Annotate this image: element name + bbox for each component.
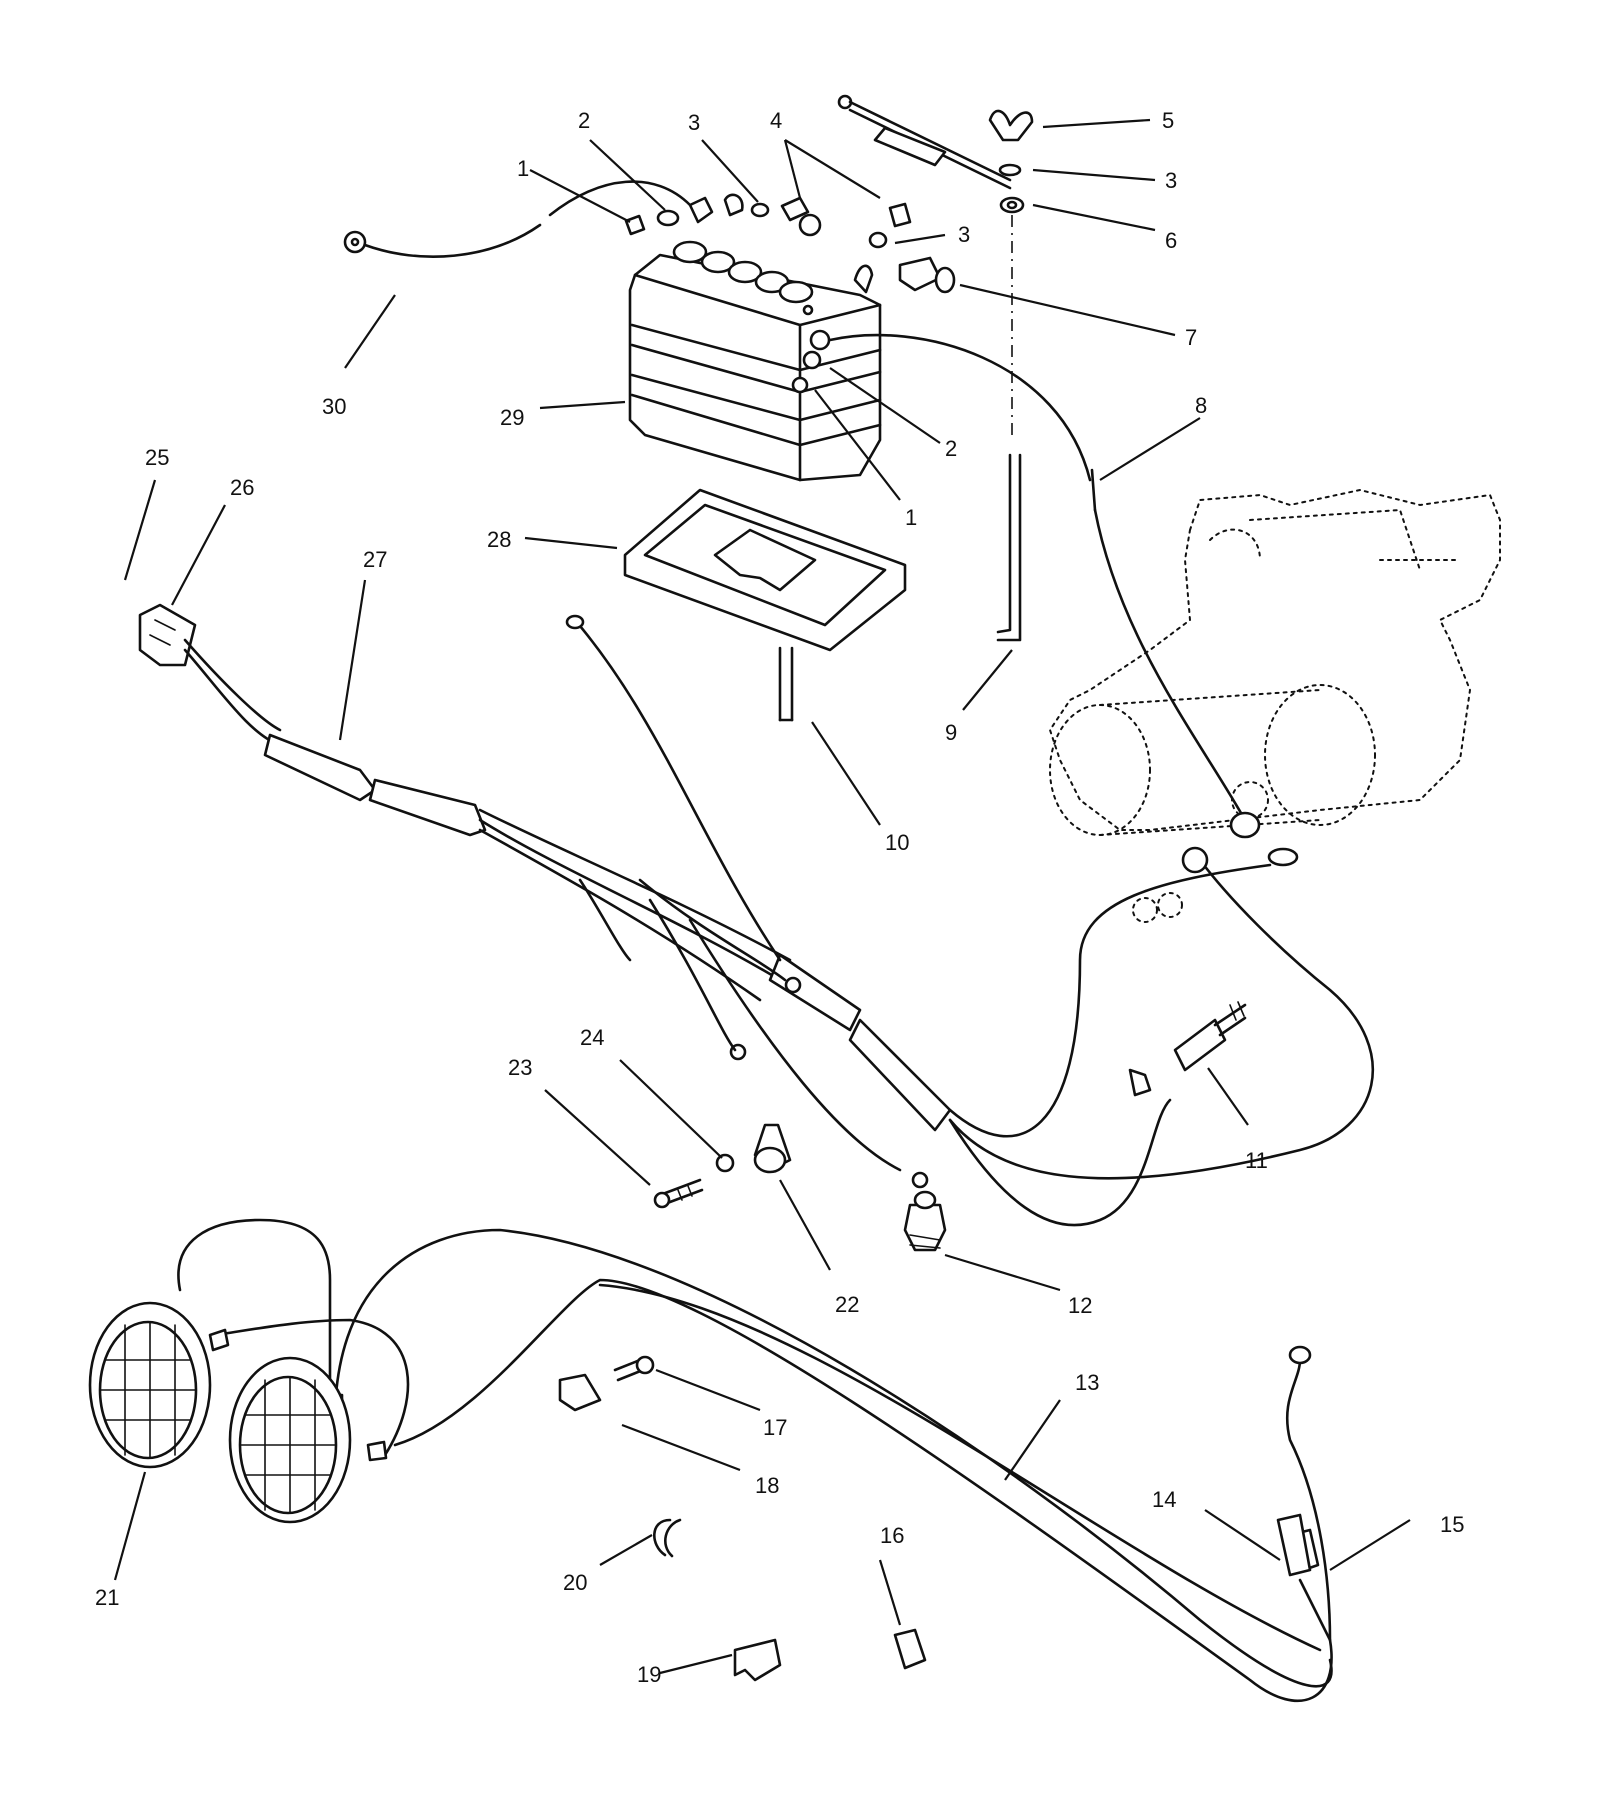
vent-tube bbox=[778, 646, 794, 722]
callout-4: 4 bbox=[770, 108, 782, 133]
callout-14: 14 bbox=[1152, 1487, 1176, 1512]
ground-cable bbox=[343, 180, 692, 258]
callout-3: 3 bbox=[958, 222, 970, 247]
callout-8: 8 bbox=[1195, 393, 1207, 418]
callout-1: 1 bbox=[905, 505, 917, 530]
callout-3: 3 bbox=[1165, 168, 1177, 193]
battery-tray bbox=[623, 488, 907, 652]
callout-23: 23 bbox=[508, 1055, 532, 1080]
callout-10: 10 bbox=[885, 830, 909, 855]
clamp-assembly bbox=[653, 1123, 792, 1209]
callout-28: 28 bbox=[487, 527, 511, 552]
callout-6: 6 bbox=[1165, 228, 1177, 253]
callout-3: 3 bbox=[688, 110, 700, 135]
callout-1: 1 bbox=[517, 156, 529, 181]
engine-harness bbox=[948, 846, 1375, 1227]
callout-2: 2 bbox=[945, 436, 957, 461]
callout-29: 29 bbox=[500, 405, 524, 430]
callout-17: 17 bbox=[763, 1415, 787, 1440]
wire-harness bbox=[138, 603, 952, 1189]
callout-13: 13 bbox=[1075, 1370, 1099, 1395]
hold-down-rod bbox=[996, 453, 1022, 642]
leader-lines bbox=[113, 118, 1411, 1675]
battery bbox=[628, 240, 882, 482]
callout-21: 21 bbox=[95, 1585, 119, 1610]
harness-connector bbox=[1276, 1513, 1312, 1577]
oil-pressure-switch bbox=[1173, 1001, 1247, 1072]
callout-16: 16 bbox=[880, 1523, 904, 1548]
callout-labels: 1 2 3 4 5 3 6 3 7 30 29 8 2 1 25 26 27 2… bbox=[95, 108, 1464, 1687]
light-harness bbox=[177, 1218, 1333, 1703]
callout-18: 18 bbox=[755, 1473, 779, 1498]
temperature-sender bbox=[903, 1190, 947, 1252]
ground-lead bbox=[565, 614, 782, 962]
callout-30: 30 bbox=[322, 394, 346, 419]
callout-2: 2 bbox=[578, 108, 590, 133]
battery-cable-positive bbox=[828, 333, 1261, 839]
callout-25: 25 bbox=[145, 445, 169, 470]
callout-22: 22 bbox=[835, 1292, 859, 1317]
callout-20: 20 bbox=[563, 1570, 587, 1595]
callout-12: 12 bbox=[1068, 1293, 1092, 1318]
terminal-hardware bbox=[624, 193, 956, 294]
callout-24: 24 bbox=[580, 1025, 604, 1050]
callout-11: 11 bbox=[1245, 1148, 1268, 1173]
callout-9: 9 bbox=[945, 720, 957, 745]
small-hardware bbox=[558, 1355, 927, 1682]
callout-19: 19 bbox=[637, 1662, 661, 1687]
hold-down-bar bbox=[837, 94, 1034, 214]
work-lights bbox=[88, 1301, 352, 1524]
callout-15: 15 bbox=[1440, 1512, 1464, 1537]
callout-27: 27 bbox=[363, 547, 387, 572]
callout-26: 26 bbox=[230, 475, 254, 500]
callout-7: 7 bbox=[1185, 325, 1197, 350]
callout-5: 5 bbox=[1162, 108, 1174, 133]
